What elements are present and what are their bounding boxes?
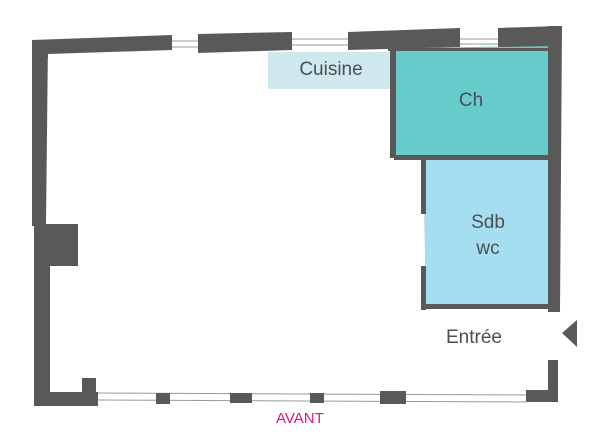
- bathroom-label-line2: wc: [476, 238, 500, 259]
- entrance-label: Entrée: [446, 327, 502, 348]
- interior-walls: [388, 48, 550, 310]
- bedroom-label: Ch: [458, 90, 484, 111]
- exterior-walls: [32, 26, 562, 406]
- bedroom-area: [394, 46, 550, 156]
- front-label: AVANT: [276, 410, 324, 427]
- kitchen-label: Cuisine: [299, 59, 363, 80]
- bathroom-label-line1: Sdb: [471, 212, 505, 233]
- bathroom-area: [424, 160, 550, 306]
- arrow-left-icon: [562, 320, 577, 347]
- kitchen-area: [268, 52, 394, 89]
